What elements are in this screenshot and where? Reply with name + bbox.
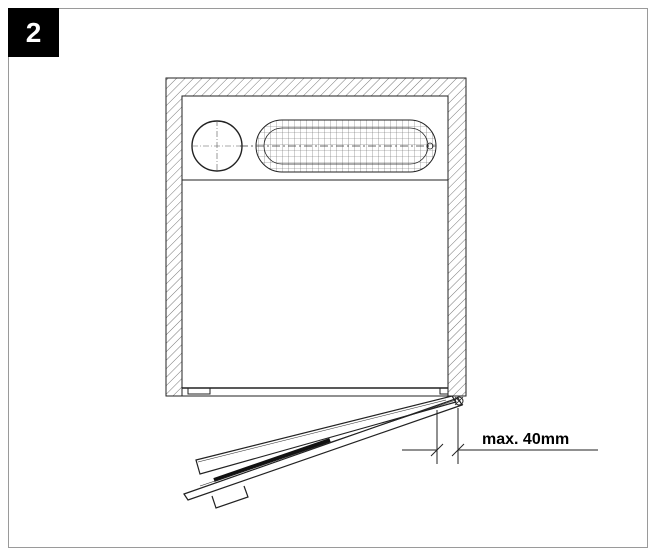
hinge-pivot bbox=[454, 396, 464, 406]
dimension-label: max. 40mm bbox=[482, 431, 569, 448]
open-door bbox=[183, 395, 463, 509]
installation-diagram: max. 40mm bbox=[165, 77, 598, 509]
appliance-body bbox=[181, 179, 449, 389]
compressor-motor bbox=[191, 120, 243, 172]
condenser-grid bbox=[240, 119, 437, 173]
cabinet-wall bbox=[165, 77, 467, 397]
figure-number-badge: 2 bbox=[8, 8, 59, 57]
dimension-marker bbox=[402, 408, 598, 464]
